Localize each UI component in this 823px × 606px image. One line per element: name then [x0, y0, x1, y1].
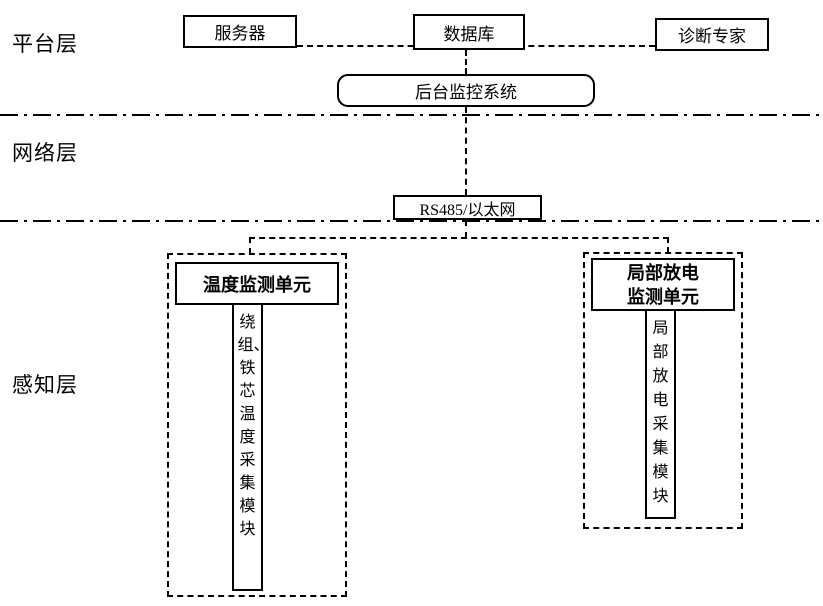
bus-to-branch-line [465, 220, 467, 238]
server-box: 服务器 [183, 15, 297, 48]
pd-module-label: 局部放电采集模块 [652, 320, 669, 505]
rs485-ethernet-box: RS485/以太网 [393, 195, 542, 220]
pd-module-box: 局部放电采集模块 [645, 309, 676, 519]
backend-monitor-box: 后台监控系统 [337, 74, 595, 107]
branch-left-drop-line [249, 237, 251, 254]
branch-right-drop-line [667, 237, 669, 253]
database-box: 数据库 [413, 14, 525, 50]
temp-module-box: 绕组、铁芯温度采集模块 [232, 303, 270, 591]
temp-module-label: 绕组、铁芯温度采集模块 [237, 314, 270, 538]
monitor-to-bus-line [465, 107, 467, 195]
diagnosis-expert-box: 诊断专家 [655, 18, 769, 51]
database-to-monitor-line [465, 50, 467, 74]
temp-unit-title-box: 温度监测单元 [175, 262, 339, 305]
pd-unit-container [583, 252, 743, 529]
temp-unit-container [167, 253, 347, 597]
perception-layer-label: 感知层 [12, 373, 78, 397]
platform-network-divider-line [0, 114, 823, 116]
network-perception-divider-line [0, 220, 823, 222]
pd-unit-title-box: 局部放电 监测单元 [591, 258, 735, 311]
platform-layer-label: 平台层 [12, 32, 78, 56]
branch-horizontal-line [249, 237, 669, 239]
network-layer-label: 网络层 [12, 141, 78, 165]
